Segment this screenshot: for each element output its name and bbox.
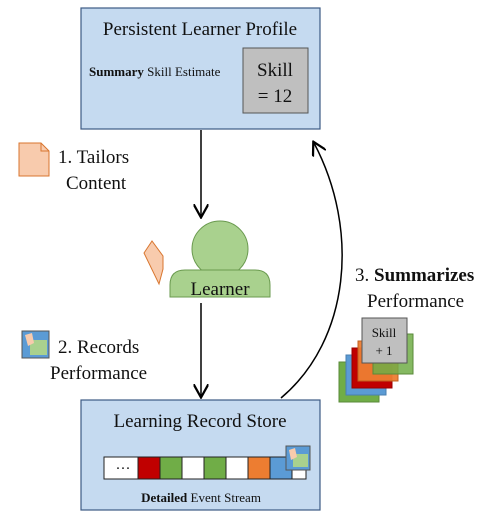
learning-record-store-box: Learning Record Store ··· Detailed Event… bbox=[80, 399, 321, 511]
event-cell bbox=[159, 456, 183, 480]
summary-card-skill: Skill bbox=[372, 325, 397, 340]
step-tailors-label: 1. Tailors bbox=[58, 147, 129, 168]
profile-title: Persistent Learner Profile bbox=[103, 19, 297, 40]
event-cell bbox=[247, 456, 271, 480]
summarizes-arrow bbox=[280, 143, 343, 399]
step-records-performance: Performance bbox=[50, 363, 147, 384]
lrs-event-icon bbox=[285, 445, 311, 471]
learner-figure: Learner bbox=[143, 220, 271, 300]
skill-card: Skill = 12 bbox=[242, 47, 309, 114]
lrs-title: Learning Record Store bbox=[113, 411, 286, 432]
step-tailors-content: Content bbox=[66, 173, 127, 194]
summary-skill-card bbox=[361, 317, 408, 364]
step-summarizes-label: 3. Summarizes bbox=[355, 265, 474, 286]
event-stream-ellipsis: ··· bbox=[116, 461, 131, 477]
event-cell bbox=[181, 456, 205, 480]
learner-label: Learner bbox=[190, 279, 250, 300]
content-card-icon bbox=[143, 240, 164, 286]
event-icon bbox=[21, 330, 50, 359]
step-records-label: 2. Records bbox=[58, 337, 139, 358]
event-stream-caption: Detailed Event Stream bbox=[141, 490, 261, 505]
summary-skill-estimate: Summary Skill Estimate bbox=[89, 64, 221, 79]
event-cell bbox=[137, 456, 161, 480]
document-icon bbox=[18, 142, 50, 177]
skill-label: Skill bbox=[257, 60, 293, 81]
summary-card-stack: Skill + 1 bbox=[338, 317, 414, 403]
event-cell bbox=[203, 456, 227, 480]
skill-value: = 12 bbox=[258, 86, 292, 107]
summary-card-increment: + 1 bbox=[375, 343, 392, 358]
learner-profile-box: Persistent Learner Profile Summary Skill… bbox=[80, 7, 321, 130]
event-cell bbox=[225, 456, 249, 480]
step-summarizes-performance: Performance bbox=[367, 291, 464, 312]
